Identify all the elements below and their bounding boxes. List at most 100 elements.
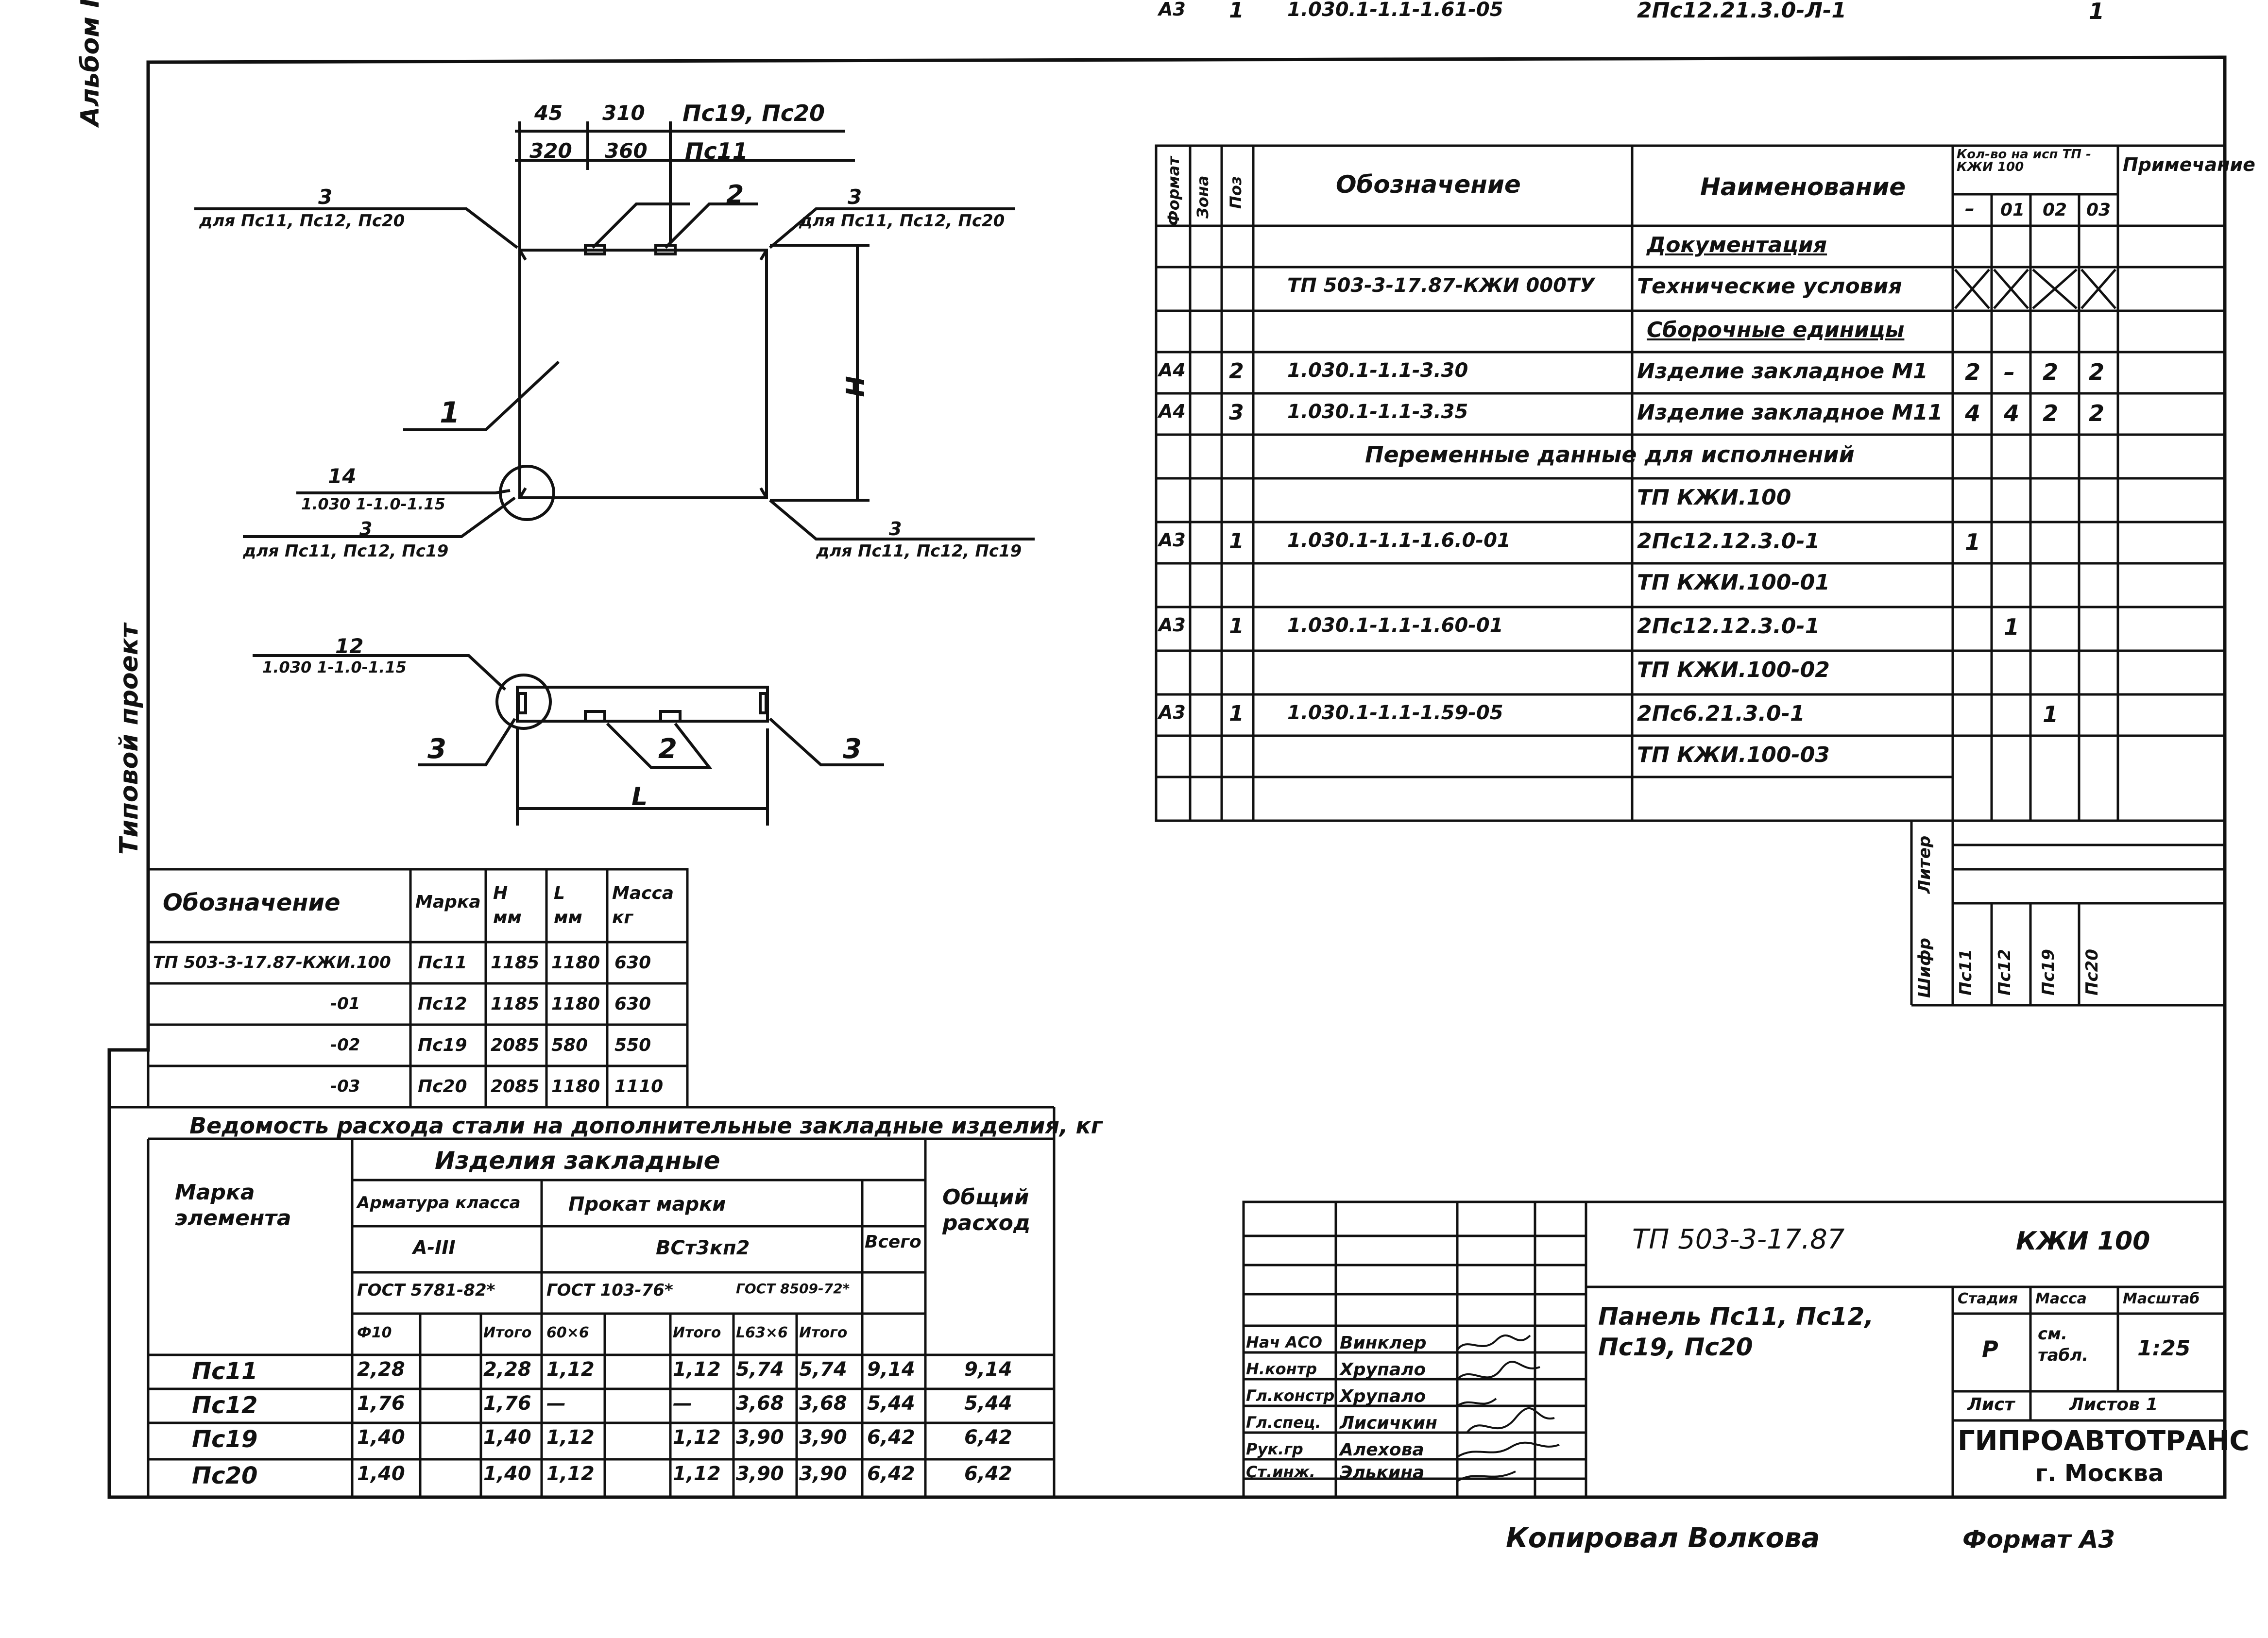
steel-subhead: 60×6 xyxy=(546,1324,589,1341)
steel-cell: 1,12 xyxy=(546,1463,595,1485)
steel-head-gost103: ГОСТ 103-76* xyxy=(546,1281,673,1300)
spec-head-pos: Поз xyxy=(1227,176,1245,209)
dim-320: 320 xyxy=(529,139,572,163)
spec-head-qty: Кол-во на исп ТП - КЖИ 100 xyxy=(1957,147,2091,174)
spec-head-zone: Зона xyxy=(1194,175,1212,219)
spec-name: ТП КЖИ.100-02 xyxy=(1637,658,1830,682)
leader-3-right-note: для Пс11, Пс12, Пс20 xyxy=(799,211,1005,231)
spec-qty-col-3: 03 xyxy=(2086,200,2111,220)
stamp-sheet: Лист xyxy=(1967,1395,2015,1415)
steel-cell: Пс12 xyxy=(192,1392,258,1419)
stamp-role: Н.контр xyxy=(1246,1360,1317,1378)
stamp-stage: Р xyxy=(1982,1336,1998,1362)
steel-cell: 3,90 xyxy=(736,1426,784,1449)
stamp-city: г. Москва xyxy=(2035,1460,2164,1487)
spec-pos: 1 xyxy=(1229,529,1244,554)
leader-2: 2 xyxy=(726,180,744,209)
spec-qty: 1 xyxy=(2043,701,2059,727)
steel-cell: 9,14 xyxy=(867,1358,915,1381)
stamp-person: Винклер xyxy=(1340,1333,1427,1353)
steel-head-prok: Прокат марки xyxy=(568,1193,726,1216)
leader-2-section: 2 xyxy=(658,733,677,765)
spec-format: А3 xyxy=(1159,614,1186,636)
spec-qty: 2 xyxy=(2089,400,2105,426)
spec-designation: 1.030.1-1.1-1.59-05 xyxy=(1287,702,1503,724)
spec-name: 2Пс6.21.3.0-1 xyxy=(1637,701,1805,726)
leader-3-section-left: 3 xyxy=(427,733,446,765)
stamp-person: Элькина xyxy=(1340,1463,1425,1483)
spec-qty: 2 xyxy=(1965,359,1981,385)
steel-cell: 1,40 xyxy=(357,1426,405,1449)
spec-qty: 2 xyxy=(2043,359,2059,385)
leader-14: 14 xyxy=(328,464,357,488)
spec-mark-ps11: Пс11 xyxy=(1956,949,1976,996)
marks-cell: 1110 xyxy=(614,1077,664,1097)
spec-format: А4 xyxy=(1159,359,1186,381)
spec-pos: 1 xyxy=(1229,0,1244,23)
dim-H: H xyxy=(841,376,870,397)
stamp-role: Нач АСО xyxy=(1246,1333,1322,1351)
marks-cell: Пс20 xyxy=(418,1077,467,1097)
marks-cell: ТП 503-3-17.87-КЖИ.100 xyxy=(153,953,391,972)
marks-head-mark: Марка xyxy=(415,892,481,912)
marks-head-H: H мм xyxy=(493,883,522,928)
stamp-person: Хрупало xyxy=(1340,1360,1426,1380)
spec-qty: 1 xyxy=(1965,529,1981,555)
steel-cell: 3,90 xyxy=(736,1463,784,1485)
marks-cell: 1180 xyxy=(551,994,600,1014)
steel-cell: 3,90 xyxy=(799,1463,847,1485)
dim-ps11: Пс11 xyxy=(685,138,748,164)
spec-qty: 4 xyxy=(1965,400,1981,426)
marks-cell: 630 xyxy=(614,994,651,1014)
stamp-role: Гл.констр xyxy=(1246,1386,1335,1405)
spec-mark-ps12: Пс12 xyxy=(1995,949,2014,996)
dim-360: 360 xyxy=(605,139,648,163)
marks-cell: Пс11 xyxy=(418,953,467,973)
spec-qty: 1 xyxy=(2004,614,2020,640)
stamp-person: Алехова xyxy=(1340,1440,1424,1460)
stamp-scale: 1:25 xyxy=(2137,1336,2191,1361)
spec-head-format: Формат xyxy=(1164,156,1183,226)
steel-cell: 3,90 xyxy=(799,1426,847,1449)
steel-head-arm-gost: ГОСТ 5781-82* xyxy=(357,1281,495,1300)
leader-14-note: 1.030 1-1.0-1.15 xyxy=(301,495,445,513)
steel-cell: Пс20 xyxy=(192,1462,258,1489)
steel-cell: 9,14 xyxy=(964,1358,1012,1381)
footer-copied: Копировал Волкова xyxy=(1506,1522,1820,1554)
marks-cell: 580 xyxy=(551,1035,588,1055)
steel-cell: 5,44 xyxy=(867,1392,915,1415)
spec-qty: – xyxy=(2004,359,2015,385)
marks-cell: -02 xyxy=(330,1035,360,1055)
steel-head-mark: Марка элемента xyxy=(175,1180,291,1231)
stamp-stage-head: Стадия xyxy=(1958,1290,2018,1307)
stamp-org: ГИПРОАВТОТРАНС xyxy=(1958,1425,2250,1457)
spec-designation: 1.030.1-1.1-1.6.0-01 xyxy=(1287,529,1511,552)
steel-cell: 6,42 xyxy=(867,1463,915,1485)
marks-cell: 1180 xyxy=(551,1077,600,1097)
marks-cell: 1185 xyxy=(491,994,540,1014)
steel-subhead: Ф10 xyxy=(357,1324,392,1341)
spec-format: А3 xyxy=(1159,0,1186,20)
spec-designation: 1.030.1-1.1-3.30 xyxy=(1287,359,1468,382)
marks-cell: -01 xyxy=(330,994,360,1013)
steel-cell: — xyxy=(546,1392,566,1415)
spec-name: Изделие закладное М1 xyxy=(1637,359,1928,384)
spec-name: 2Пс12.12.3.0-1 xyxy=(1637,529,1820,554)
dim-ps19-ps20: Пс19, Пс20 xyxy=(682,100,825,126)
steel-cell: 1,12 xyxy=(546,1426,595,1449)
marks-table-grid xyxy=(147,868,689,1109)
steel-cell: 1,40 xyxy=(357,1463,405,1485)
steel-cell: 1,40 xyxy=(483,1463,531,1485)
project-label: Типовой проект xyxy=(115,623,144,855)
steel-head-sum: Общий расход xyxy=(942,1185,1031,1235)
spec-name: Документация xyxy=(1647,233,1827,257)
steel-head-arm: Арматура класса xyxy=(357,1193,521,1213)
stamp-title: Панель Пс11, Пс12, Пс19, Пс20 xyxy=(1598,1302,1874,1361)
steel-cell: Пс19 xyxy=(192,1426,258,1453)
spec-table-grid xyxy=(1155,144,2226,1007)
steel-cell: 1,12 xyxy=(673,1463,721,1485)
stamp-scale-head: Масштаб xyxy=(2123,1290,2200,1307)
spec-liter-label: Литер xyxy=(1915,835,1934,894)
stamp-sheets: Листов 1 xyxy=(2069,1395,2158,1415)
marks-cell: Пс12 xyxy=(418,994,467,1014)
